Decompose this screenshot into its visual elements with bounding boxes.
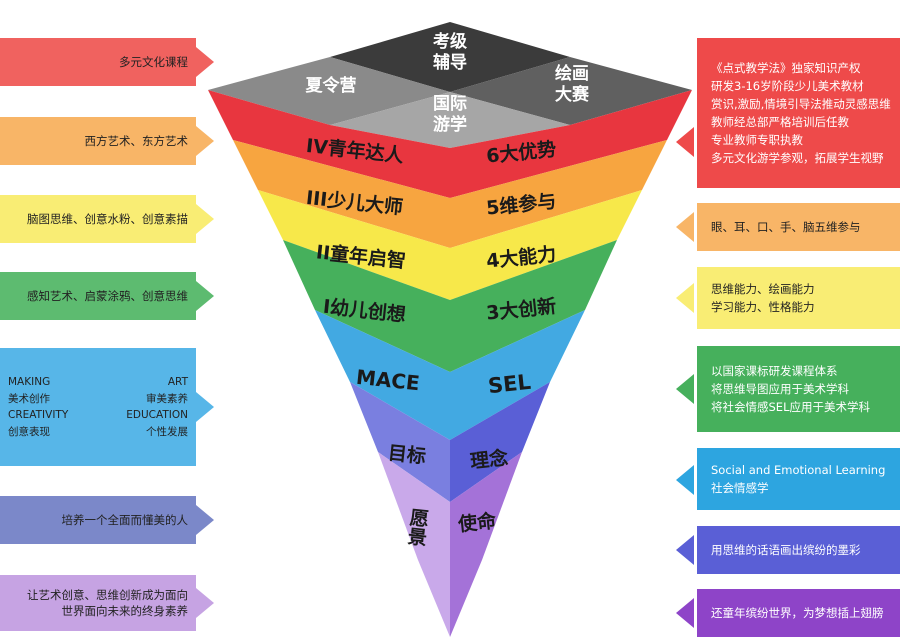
right-band-orange [450, 140, 667, 248]
top-label-intl: 国际 游学 [433, 94, 467, 135]
label-sel: SEL [486, 369, 532, 399]
label-philosophy: 理念 [469, 447, 510, 473]
top-quadrant-summer [208, 57, 450, 125]
left-band-red [208, 90, 450, 198]
right-arrow-orange [676, 212, 694, 242]
right-band-blue [450, 310, 585, 440]
left-arrow-indigo [196, 505, 214, 535]
right-band-green [450, 240, 617, 372]
mace-expression: 创意表现 [8, 425, 50, 438]
right-arrow-blue [676, 465, 694, 495]
right-box-advantages: 《点式教学法》独家知识产权 研发3-16岁阶段少儿美术教材 赏识,激励,情境引导… [697, 38, 900, 188]
label-vision: 愿景 [404, 506, 430, 547]
right-box-four-abilities: 思维能力、绘画能力 学习能力、性格能力 [697, 267, 900, 329]
mace-creation: 美术创作 [8, 392, 50, 405]
left-box-art-east-west: 西方艺术、东方艺术 [0, 117, 196, 165]
top-quadrant-painting [450, 57, 692, 125]
right-band-violet [450, 452, 522, 637]
label-goal: 目标 [386, 442, 427, 468]
right-box-innovations: 以国家课标研发课程体系 将思维导图应用于美术学科 将社会情感SEL应用于美术学科 [697, 346, 900, 432]
left-band-violet [378, 452, 450, 637]
right-arrow-green [676, 374, 694, 404]
left-box-mace: MAKING ART 美术创作 审美素养 CREATIVITY EDUCATIO… [0, 348, 196, 466]
right-arrow-indigo [676, 535, 694, 565]
left-box-mindmap-painting: 脑图思维、创意水粉、创意素描 [0, 195, 196, 243]
left-arrow-yellow [196, 204, 214, 234]
top-label-summer: 夏令营 [305, 76, 357, 96]
left-box-vision: 让艺术创意、思维创新成为面向 世界面向未来的终身素养 [0, 575, 196, 631]
top-label-painting: 绘画 大赛 [555, 64, 589, 105]
right-arrow-red [676, 127, 694, 157]
mace-making: MAKING [8, 375, 51, 388]
right-box-sel: Social and Emotional Learning 社会情感学 [697, 448, 900, 510]
right-box-mission: 还童年缤纷世界，为梦想插上翅膀 [697, 589, 900, 637]
mace-personality: 个性发展 [146, 425, 188, 438]
left-band-green [283, 240, 450, 372]
top-label-exam: 考级 辅导 [433, 32, 467, 73]
left-band-blue [315, 310, 450, 440]
right-arrow-yellow [676, 283, 694, 313]
left-arrow-orange [196, 126, 214, 156]
left-band-yellow [258, 190, 450, 300]
left-arrow-blue [196, 392, 214, 422]
right-arrow-violet [676, 598, 694, 628]
left-band-orange [233, 140, 450, 248]
right-box-philosophy: 用思维的话语画出缤纷的墨彩 [697, 526, 900, 574]
right-band-indigo [450, 382, 550, 502]
label-mission: 使命 [457, 510, 498, 536]
left-box-multicultural: 多元文化课程 [0, 38, 196, 86]
mace-education: EDUCATION [126, 408, 188, 421]
left-box-goal: 培养一个全面而懂美的人 [0, 496, 196, 544]
mace-aesthetic: 审美素养 [146, 392, 188, 405]
right-band-red [450, 90, 692, 198]
left-box-perception-art: 感知艺术、启蒙涂鸦、创意思维 [0, 272, 196, 320]
mace-creativity: CREATIVITY [8, 408, 69, 421]
top-quadrant-intl [330, 92, 570, 148]
left-arrow-red [196, 47, 214, 77]
left-arrow-violet [196, 588, 214, 618]
left-arrow-green [196, 281, 214, 311]
right-box-five-dimensions: 眼、耳、口、手、脑五维参与 [697, 203, 900, 251]
right-band-yellow [450, 190, 642, 300]
left-band-indigo [350, 382, 450, 502]
mace-art: ART [167, 375, 188, 388]
